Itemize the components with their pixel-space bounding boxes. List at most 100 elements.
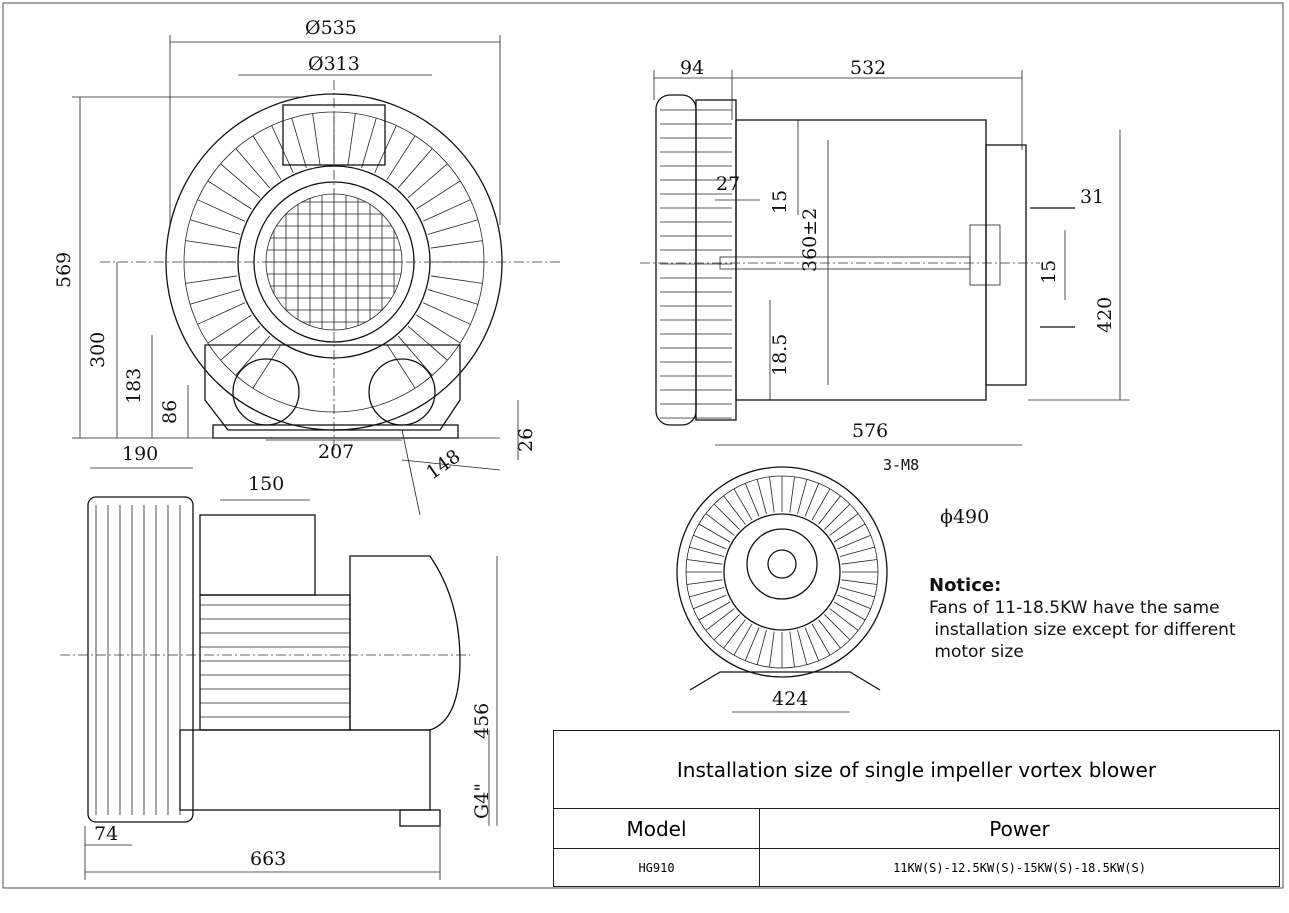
drawing-line	[824, 614, 851, 641]
drawing-line	[797, 629, 808, 665]
drawing-line	[430, 240, 483, 249]
drawing-line	[829, 608, 859, 631]
dim-207: 207	[318, 441, 354, 463]
drawing-line	[185, 240, 238, 249]
drawing-line	[427, 219, 479, 235]
drawing-line	[252, 344, 282, 389]
notice-title: Notice:	[929, 575, 1002, 596]
drawing-line	[347, 113, 356, 166]
drawing-line	[189, 219, 241, 235]
drawing-line	[839, 546, 875, 557]
drawing-line	[686, 579, 723, 585]
drawing-line	[789, 476, 795, 513]
drawing-line	[407, 325, 448, 361]
drawing-line	[197, 302, 246, 325]
drawing-line	[811, 623, 831, 656]
drawing-line	[397, 148, 433, 189]
header-model: Model	[554, 809, 760, 848]
drawing-line	[837, 534, 871, 550]
drawing-line	[416, 180, 461, 210]
dim-d313: Ø313	[308, 53, 360, 75]
drawing-line	[427, 289, 479, 305]
drawing-line	[397, 335, 433, 376]
side-dimension-lines	[653, 70, 1130, 446]
drawing-line	[811, 488, 831, 521]
drawing-line	[804, 483, 820, 517]
drawing-line	[756, 479, 767, 515]
dim-74: 74	[94, 823, 118, 845]
drawing-line	[723, 619, 746, 649]
top-dimension-lines	[84, 556, 498, 880]
drawing-line	[744, 483, 760, 517]
drawing-line	[291, 117, 307, 169]
drawing-line	[744, 627, 760, 661]
table-title: Installation size of single impeller vor…	[554, 731, 1279, 809]
drawing-line	[220, 325, 261, 361]
front-dimension-lines	[72, 35, 519, 516]
drawing-line	[197, 199, 246, 222]
front-view	[100, 80, 560, 450]
drawing-line	[386, 135, 416, 180]
notice-line: installation size except for different	[929, 620, 1236, 640]
dim-d490: ϕ490	[940, 506, 989, 528]
drawing-line	[824, 503, 851, 530]
header-power: Power	[989, 816, 1050, 841]
dim-94: 94	[680, 57, 704, 79]
dim-g4: G4"	[471, 783, 493, 819]
drawing-line	[804, 627, 820, 661]
side-view	[640, 94, 1040, 426]
dim-360: 360±2	[799, 208, 821, 272]
drawing-line	[839, 587, 875, 598]
dim-150: 150	[248, 473, 284, 495]
drawing-line	[818, 495, 841, 525]
dim-456: 456	[471, 703, 493, 739]
dim-86: 86	[159, 400, 181, 424]
notice-line: Fans of 11-18.5KW have the same	[929, 598, 1220, 618]
table-header-row: Model Power	[554, 809, 1279, 849]
dim-148: 148	[422, 445, 464, 484]
dim-18-5: 18.5	[769, 334, 791, 376]
drawing-line	[689, 546, 725, 557]
rear-view	[676, 466, 888, 713]
drawing-line	[207, 314, 252, 344]
drawing-line	[407, 163, 448, 199]
drawing-line	[252, 135, 282, 180]
drawing-line	[422, 302, 471, 325]
drawing-line	[841, 559, 878, 565]
dim-26: 26	[515, 428, 537, 452]
dim-15a: 15	[769, 190, 791, 214]
drawing-line	[430, 275, 483, 284]
drawing-line	[789, 631, 795, 668]
drawing-line	[841, 579, 878, 585]
drawing-line	[837, 594, 871, 610]
dim-569: 569	[53, 252, 75, 288]
dim-300: 300	[87, 332, 109, 368]
drawing-line	[713, 503, 740, 530]
notice-line: motor size	[929, 642, 1024, 662]
drawing-line	[723, 495, 746, 525]
top-view	[60, 496, 470, 827]
drawing-line	[416, 314, 461, 344]
drawing-line	[361, 117, 377, 169]
dim-576: 576	[852, 420, 888, 442]
drawing-line	[693, 594, 727, 610]
drawing-border	[2, 2, 1284, 889]
drawing-line	[235, 335, 271, 376]
drawing-line	[698, 601, 731, 621]
drawing-line	[207, 180, 252, 210]
dim-27: 27	[716, 173, 740, 195]
drawing-line	[422, 199, 471, 222]
drawing-line	[693, 534, 727, 550]
drawing-line	[698, 523, 731, 543]
drawing-line	[189, 289, 241, 305]
drawing-line	[686, 559, 723, 565]
drawing-line	[769, 476, 775, 513]
dim-183: 183	[123, 368, 145, 404]
drawing-line	[733, 623, 753, 656]
dim-532: 532	[850, 57, 886, 79]
drawing-line	[818, 619, 841, 649]
drawing-line	[833, 523, 866, 543]
cell-power: 11KW(S)-12.5KW(S)-15KW(S)-18.5KW(S)	[893, 861, 1146, 875]
drawing-line	[833, 601, 866, 621]
